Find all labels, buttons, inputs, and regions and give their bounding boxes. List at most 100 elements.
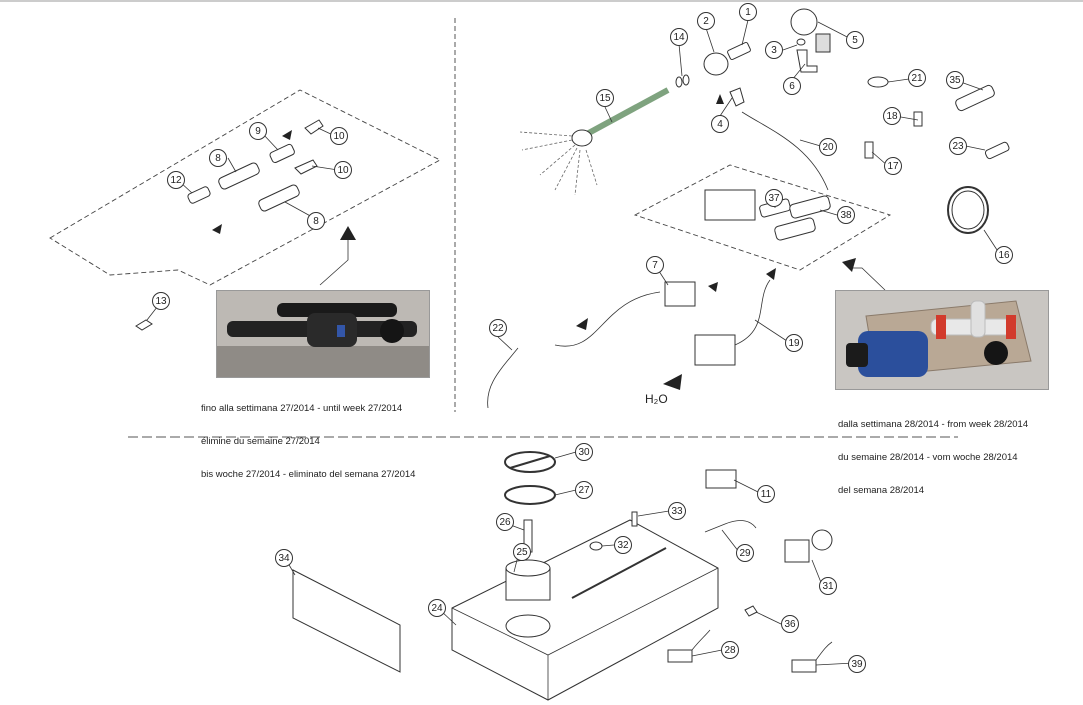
- callout-number: 25: [516, 547, 528, 558]
- old-fittings-plate: [49, 89, 441, 286]
- callout-c4: 4: [711, 115, 729, 133]
- callout-number: 12: [170, 175, 182, 186]
- part-6-tee: [796, 49, 818, 73]
- tank-opening: [505, 614, 551, 638]
- callout-c3: 3: [765, 41, 783, 59]
- caption-until-line-2: élimine du semaine 27/2014: [201, 436, 320, 447]
- callout-c28: 28: [721, 641, 739, 659]
- callout-circle: [837, 206, 855, 224]
- part-9-tee: [269, 143, 295, 164]
- part-33-pin: [631, 511, 638, 527]
- caption-from-line-1: dalla settimana 28/2014 - from week 28/2…: [838, 419, 1029, 430]
- arrow-up-4: [716, 94, 724, 104]
- part-7-pump: [664, 281, 696, 307]
- callout-circle: [167, 171, 185, 189]
- part-20-hose: [741, 111, 829, 191]
- callout-number: 6: [789, 81, 795, 92]
- callout-number: 33: [671, 506, 683, 517]
- callout-number: 3: [771, 45, 777, 56]
- part-13-elbow: [135, 319, 153, 331]
- callout-c7: 7: [646, 256, 664, 274]
- callout-number: 34: [278, 553, 290, 564]
- callout-c8b: 8: [307, 212, 325, 230]
- callout-c33: 33: [668, 502, 686, 520]
- callout-c27: 27: [575, 481, 593, 499]
- callout-number: 10: [333, 131, 345, 142]
- part-36-screw: [744, 605, 758, 617]
- callout-number: 16: [998, 250, 1010, 261]
- part-15-wand: [583, 87, 670, 138]
- callout-circle: [575, 481, 593, 499]
- callout-c8a: 8: [209, 149, 227, 167]
- callout-circle: [596, 89, 614, 107]
- callout-number: 37: [768, 193, 780, 204]
- callout-number: 10: [337, 165, 349, 176]
- part-10-elbow-a: [304, 119, 324, 135]
- callout-circle: [883, 107, 901, 125]
- callout-circle: [489, 319, 507, 337]
- callout-c2: 2: [697, 12, 715, 30]
- callout-circle: [781, 615, 799, 633]
- callout-number: 24: [431, 603, 443, 614]
- callout-c14: 14: [670, 28, 688, 46]
- callout-c34: 34: [275, 549, 293, 567]
- callout-number: 5: [852, 35, 858, 46]
- callout-circle: [765, 189, 783, 207]
- callout-circle: [330, 127, 348, 145]
- part-16-coil: [947, 186, 989, 234]
- callout-c17: 17: [884, 157, 902, 175]
- part-11-valve: [705, 469, 737, 489]
- callout-circle: [614, 536, 632, 554]
- callout-c21: 21: [908, 69, 926, 87]
- callout-circle: [513, 543, 531, 561]
- callout-c9: 9: [249, 122, 267, 140]
- callout-c39: 39: [848, 655, 866, 673]
- callout-number: 21: [911, 73, 923, 84]
- part-14-oring-a: [675, 76, 683, 88]
- callout-circle: [307, 212, 325, 230]
- photo-old-fittings: [216, 290, 430, 378]
- new-valve-plate: [633, 164, 892, 271]
- photo-new-valve: [835, 290, 1049, 390]
- callout-circle: [908, 69, 926, 87]
- old-arrow-head: [340, 226, 356, 240]
- callout-number: 11: [761, 489, 772, 500]
- part-29-probe: [704, 520, 757, 533]
- callout-number: 18: [886, 111, 898, 122]
- callout-c23: 23: [949, 137, 967, 155]
- callout-number: 36: [784, 619, 796, 630]
- callout-circle: [496, 513, 514, 531]
- callout-circle: [275, 549, 293, 567]
- arrow-19: [766, 268, 776, 280]
- small-arrow-b: [212, 224, 222, 234]
- photo-new-valve-art: [836, 291, 1048, 389]
- part-39-cable: [815, 641, 833, 661]
- part-18-fitting: [913, 111, 923, 127]
- callout-number: 32: [617, 540, 629, 551]
- part-25-cup-top: [505, 559, 551, 577]
- callout-number: 13: [155, 296, 167, 307]
- callout-circle: [428, 599, 446, 617]
- new-arrow-head: [842, 258, 856, 272]
- callout-c5: 5: [846, 31, 864, 49]
- callout-circle: [819, 138, 837, 156]
- part-38-fitting: [789, 195, 831, 219]
- callout-c19: 19: [785, 334, 803, 352]
- hose-to-pump: [554, 291, 661, 347]
- callout-c10a: 10: [330, 127, 348, 145]
- callout-number: 2: [703, 16, 709, 27]
- callout-c26: 26: [496, 513, 514, 531]
- callout-c13: 13: [152, 292, 170, 310]
- callout-c37: 37: [765, 189, 783, 207]
- callout-circle: [736, 544, 754, 562]
- callout-c10b: 10: [334, 161, 352, 179]
- part-23-fitting: [984, 141, 1010, 160]
- callout-circle: [152, 292, 170, 310]
- spray-lines: [519, 131, 598, 196]
- part-32-plug: [589, 541, 603, 551]
- part-15-nozzle: [571, 129, 593, 147]
- callout-c16: 16: [995, 246, 1013, 264]
- caption-from-line-3: del semana 28/2014: [838, 485, 925, 496]
